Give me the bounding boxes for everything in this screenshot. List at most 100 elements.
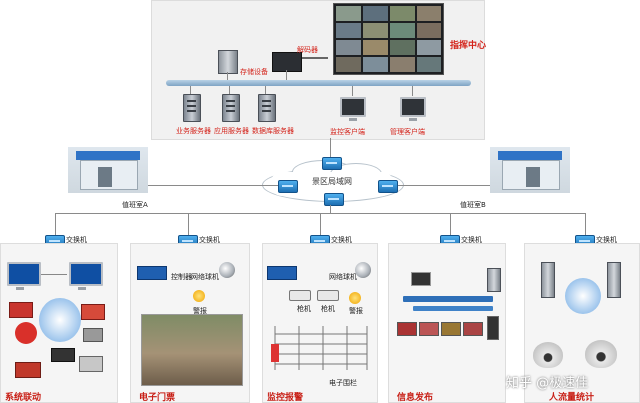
alarm-label: 警报 — [193, 307, 207, 315]
panel-e-ticket: 控制器 网络球机 警报 电子门票 — [130, 243, 250, 403]
panel-info-release: 信息发布 — [388, 243, 506, 403]
decoder-label: 解码器 — [297, 46, 318, 54]
linkage-device — [15, 362, 41, 378]
linkage-device — [79, 356, 103, 372]
panel-title: 监控报警 — [267, 393, 304, 403]
bus-drop-line — [229, 86, 230, 94]
duty-room-b-photo — [490, 147, 570, 193]
branch-switch-label: 交换机 — [66, 236, 87, 244]
release-monitor — [411, 272, 431, 286]
linkage-hub — [39, 298, 81, 342]
alarm-icon — [349, 292, 361, 304]
linkage-device — [83, 328, 103, 342]
gun-camera-label: 枪机 — [321, 305, 335, 313]
branch-line — [188, 213, 189, 237]
storage-label: 存储设备 — [240, 68, 268, 76]
controller-label: 控制器 — [171, 273, 192, 281]
ball-camera-icon — [355, 262, 371, 278]
decoder-device — [272, 52, 302, 72]
database-server-label: 数据库服务器 — [252, 127, 294, 135]
display-screen — [397, 322, 417, 336]
panel-title: 人流量统计 — [549, 393, 595, 403]
linkage-device — [9, 302, 33, 318]
lan-switch-top — [322, 157, 342, 170]
video-wall-grid — [336, 6, 441, 72]
ball-camera-label: 网络球机 — [191, 273, 219, 281]
duty-link-b — [398, 185, 490, 186]
release-server — [487, 268, 501, 292]
release-switch-row — [403, 296, 493, 302]
bus-drop-line — [265, 86, 266, 94]
lan-switch-right — [378, 180, 398, 193]
branch-switch-label: 交换机 — [331, 236, 352, 244]
ticket-gate-photo — [141, 314, 243, 386]
decoder-cable — [302, 57, 328, 59]
electronic-fence-illustration — [271, 326, 368, 370]
bus-drop-line — [286, 70, 287, 80]
gun-camera-icon — [289, 290, 311, 301]
application-server-icon — [222, 94, 240, 122]
ball-camera-icon — [219, 262, 235, 278]
lan-switch-bottom — [324, 193, 344, 206]
release-switch-row — [413, 306, 493, 311]
linkage-device — [81, 304, 105, 320]
panel-system-linkage: 系统联动 — [0, 243, 118, 403]
gun-camera-icon — [317, 290, 339, 301]
display-screen — [463, 322, 483, 336]
controller-device — [137, 266, 167, 280]
watermark-text: 知乎 @极速佳 — [506, 376, 589, 391]
video-wall — [333, 3, 444, 75]
ball-camera-label: 网络球机 — [329, 273, 357, 281]
monitor-client-label: 监控客户端 — [330, 128, 365, 136]
display-screen — [441, 322, 461, 336]
fence-label: 电子围栏 — [329, 379, 357, 387]
business-server-icon — [183, 94, 201, 122]
traffic-server — [607, 262, 621, 298]
application-server-label: 应用服务器 — [214, 127, 249, 135]
traffic-hub — [565, 278, 601, 314]
branch-switch-label: 交换机 — [596, 236, 617, 244]
branch-line — [320, 213, 321, 237]
business-server-label: 业务服务器 — [176, 127, 211, 135]
duty-room-b-label: 值班室B — [460, 201, 486, 209]
database-server-icon — [258, 94, 276, 122]
lan-switch-left — [278, 180, 298, 193]
alarm-icon — [193, 290, 205, 302]
core-uplink-line — [330, 138, 331, 162]
display-screen — [419, 322, 439, 336]
nvr-device — [267, 266, 297, 280]
bus-drop-line — [227, 72, 228, 80]
duty-link-a — [148, 185, 278, 186]
panel-title: 信息发布 — [397, 393, 434, 403]
management-client-icon — [400, 97, 426, 121]
bus-drop-line — [352, 86, 353, 96]
panel-traffic-count: 人流量统计 — [524, 243, 640, 403]
alarm-label: 警报 — [349, 307, 363, 315]
storage-device — [218, 50, 238, 74]
lan-label: 景区局域网 — [312, 177, 352, 186]
monitor-client-icon — [340, 97, 366, 121]
distribution-drop-line — [330, 205, 331, 213]
panel-title: 系统联动 — [5, 393, 42, 403]
traffic-server — [541, 262, 555, 298]
branch-line — [55, 213, 56, 237]
top-network-bus — [166, 80, 471, 86]
panel-title: 电子门票 — [139, 393, 176, 403]
gun-camera-label: 枪机 — [297, 305, 311, 313]
desktop-pc-icon — [69, 262, 103, 290]
panel-monitor-alarm: 网络球机 枪机 枪机 警报 电子围栏 监控报警 — [262, 243, 378, 403]
bus-drop-line — [412, 86, 413, 96]
linkage-alert-icon — [15, 322, 37, 344]
branch-switch-label: 交换机 — [461, 236, 482, 244]
branch-line — [450, 213, 451, 237]
duty-room-a-photo — [68, 147, 148, 193]
dome-camera-icon — [585, 340, 617, 368]
desktop-pc-icon — [7, 262, 41, 290]
linkage-device — [51, 348, 75, 362]
kiosk-screen — [487, 316, 499, 340]
branch-line — [585, 213, 586, 237]
linkage-cable — [41, 274, 67, 275]
command-center-label: 指挥中心 — [450, 41, 487, 51]
duty-room-a-label: 值班室A — [122, 201, 148, 209]
bus-drop-line — [190, 86, 191, 94]
